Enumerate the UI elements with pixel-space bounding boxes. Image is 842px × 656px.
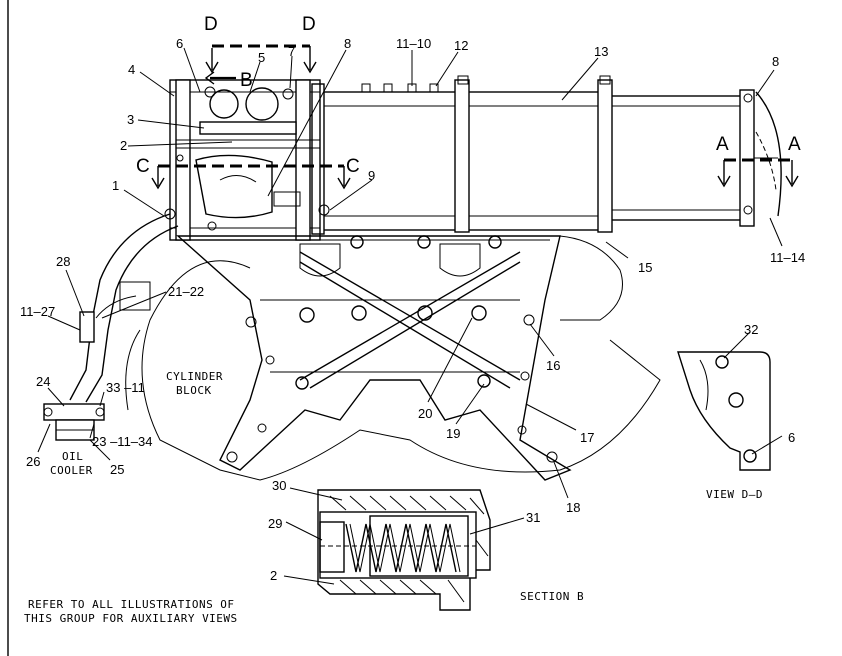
section-mark-a-left: A <box>716 134 729 155</box>
cylinder-block-outline <box>125 235 661 481</box>
section-lines <box>151 44 799 190</box>
oil-cooler-label-2: COOLER <box>50 464 93 477</box>
refer-note-line-1: REFER TO ALL ILLUSTRATIONS OF <box>28 598 235 611</box>
section-b-detail <box>317 489 491 611</box>
callout-23-11-34: 23 –11–34 <box>92 434 153 449</box>
section-b-label: SECTION B <box>520 590 584 603</box>
callout-15: 15 <box>638 260 652 275</box>
callout-8: 8 <box>344 36 351 51</box>
callout-13: 13 <box>594 44 608 59</box>
section-mark-b: B <box>240 70 253 91</box>
callout-16: 16 <box>546 358 560 373</box>
refer-note-line-2: THIS GROUP FOR AUXILIARY VIEWS <box>24 612 238 625</box>
oil-cooler-label-1: OIL <box>62 450 83 463</box>
callout-19: 19 <box>446 426 460 441</box>
callout-20: 20 <box>418 406 432 421</box>
callout-9: 9 <box>368 168 375 183</box>
callout-7: 7 <box>288 44 295 59</box>
valve-housing <box>164 79 330 241</box>
callout-24: 24 <box>36 374 50 389</box>
section-mark-d-right: D <box>302 14 316 35</box>
callout-21-22: 21–22 <box>168 284 204 299</box>
callout-2: 2 <box>120 138 127 153</box>
oil-line <box>69 213 179 403</box>
callout-8b: 8 <box>772 54 779 69</box>
callout-26: 26 <box>26 454 40 469</box>
callout-6: 6 <box>176 36 183 51</box>
callout-17: 17 <box>580 430 594 445</box>
leader-lines <box>37 47 783 585</box>
callout-25: 25 <box>110 462 124 477</box>
view-dd-inset <box>677 351 771 471</box>
callout-6b: 6 <box>788 430 795 445</box>
oil-cooler-fitting <box>43 403 105 441</box>
callout-29: 29 <box>268 516 282 531</box>
callout-2b: 2 <box>270 568 277 583</box>
callout-11-10: 11–10 <box>396 36 431 51</box>
callout-5: 5 <box>258 50 265 65</box>
callout-31: 31 <box>526 510 540 525</box>
callout-18: 18 <box>566 500 580 515</box>
cylinder-block-label-1: CYLINDER <box>166 370 223 383</box>
callout-30: 30 <box>272 478 286 493</box>
callout-11-27: 11–27 <box>20 304 55 319</box>
callout-12: 12 <box>454 38 468 53</box>
callout-1: 1 <box>112 178 119 193</box>
callout-4: 4 <box>128 62 135 77</box>
callout-32: 32 <box>744 322 758 337</box>
view-dd-label: VIEW D–D <box>706 488 763 501</box>
callout-28: 28 <box>56 254 70 269</box>
section-mark-c-right: C <box>346 156 360 177</box>
cylinder-block-label-2: BLOCK <box>176 384 212 397</box>
section-mark-a-right: A <box>788 134 801 155</box>
section-mark-c-left: C <box>136 156 150 177</box>
section-mark-d-left: D <box>204 14 218 35</box>
filter-housing <box>311 75 782 235</box>
callout-33-11: 33 –11 <box>106 380 145 395</box>
mounting-bracket <box>176 235 572 481</box>
callout-11-14: 11–14 <box>770 250 805 265</box>
callout-3: 3 <box>127 112 134 127</box>
